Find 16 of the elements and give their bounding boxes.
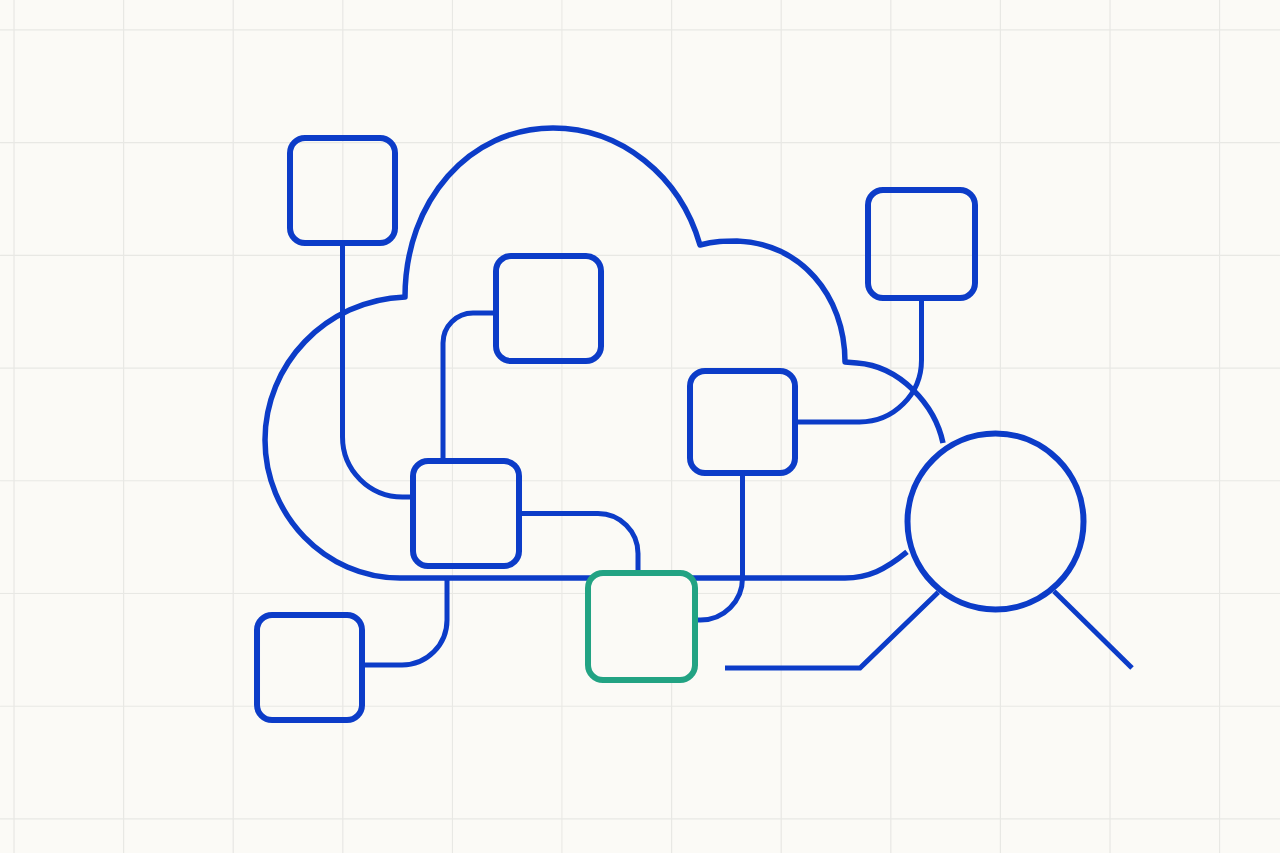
cloud-outline bbox=[262, 125, 946, 581]
rounded-box bbox=[254, 612, 365, 723]
magnifying-glass bbox=[904, 430, 1134, 670]
connector-line bbox=[798, 301, 924, 425]
connector-line bbox=[698, 476, 745, 623]
rounded-box bbox=[287, 135, 398, 246]
rounded-box bbox=[585, 570, 698, 683]
connector-line bbox=[522, 511, 641, 570]
rounded-box bbox=[410, 458, 522, 569]
rounded-box bbox=[865, 187, 978, 301]
rounded-box bbox=[493, 253, 604, 364]
connector-line bbox=[440, 310, 493, 458]
connector-line bbox=[365, 578, 450, 668]
rounded-box bbox=[687, 368, 798, 476]
connector-line bbox=[340, 246, 410, 500]
connector-line bbox=[725, 590, 940, 671]
